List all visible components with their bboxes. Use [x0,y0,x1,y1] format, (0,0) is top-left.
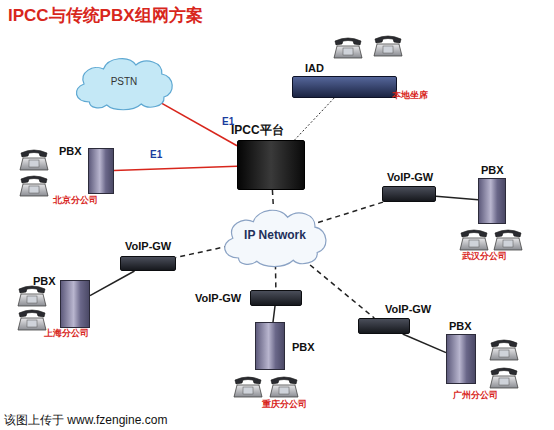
branch-name: 广州分公司 [453,390,498,400]
watermark: 该图上传于 www.fzengine.com [4,414,167,428]
phone-icon [20,150,48,170]
network-link [176,246,229,257]
equipment-label: PBX [292,341,315,354]
equipment-box: PBX [478,178,506,224]
phone-icon [18,286,46,306]
equipment-label: PBX [481,164,504,177]
equipment-box: VoIP-GW [358,318,410,334]
network-link [114,166,237,170]
branch-name: 本地坐席 [392,90,428,100]
branch-region: 北京分公司PBX [8,133,216,207]
equipment-label: IAD [305,62,324,75]
branch-name: 重庆分公司 [262,399,307,409]
phone-icon [20,176,48,196]
equipment-box: PBX [60,280,90,328]
equipment-box: VoIP-GW [250,290,302,306]
equipment-label: VoIP-GW [125,240,171,253]
diagram-title: IPCC与传统PBX组网方案 [8,4,203,27]
branch-region: 上海分公司 VoIP-GW PBX [4,250,204,342]
equipment-box: PBX [255,322,285,370]
network-cloud: IP Network [218,203,332,269]
branch-region: 本地坐席IAD [272,30,444,108]
network-link [273,306,275,322]
equipment-box: IAD [292,76,397,98]
link-label: E1 [150,149,162,161]
network-link [157,100,237,145]
network-link [295,98,335,140]
cloud-label: IP Network [244,229,306,243]
equipment-box: PBX [88,148,114,194]
network-link [275,264,277,290]
branch-region: 武汉分公司 VoIP-GW PBX [352,158,547,266]
phone-icon [18,310,46,330]
branch-name: 北京分公司 [53,195,98,205]
equipment-label: PBX [33,275,56,288]
phone-icon [494,230,522,250]
branch-region: 广州分公司 VoIP-GW PBX [333,300,547,408]
equipment-box: VoIP-GW [382,186,436,202]
network-link [403,334,446,353]
branch-name: 上海分公司 [44,328,89,338]
region-ellipse [333,300,547,408]
equipment-label: PBX [59,145,82,158]
equipment-box: IPCC平台 [237,140,305,190]
network-link [90,271,134,296]
network-link [436,196,478,200]
equipment-label: VoIP-GW [195,292,241,305]
equipment-box: VoIP-GW [120,256,176,271]
phone-icon [234,377,262,397]
region-ellipse [352,158,547,266]
equipment-label: IPCC平台 [231,124,284,138]
phone-icon [490,368,518,388]
network-link [303,259,374,318]
cloud-outline [76,59,172,110]
equipment-box: PBX [446,334,476,384]
cloud-label: PSTN [111,76,138,88]
cloud-outline [225,210,326,266]
phone-icon [270,377,298,397]
equipment-label: VoIP-GW [385,303,431,316]
network-link [272,190,274,208]
phone-icon [334,38,362,58]
link-label: E1 [222,116,234,128]
phone-icon [460,230,488,250]
equipment-label: PBX [449,320,472,333]
equipment-label: VoIP-GW [387,171,433,184]
branch-name: 武汉分公司 [462,251,507,261]
phone-icon [374,36,402,56]
network-link [318,202,383,222]
network-cloud: PSTN [70,52,178,112]
phone-icon [490,340,518,360]
